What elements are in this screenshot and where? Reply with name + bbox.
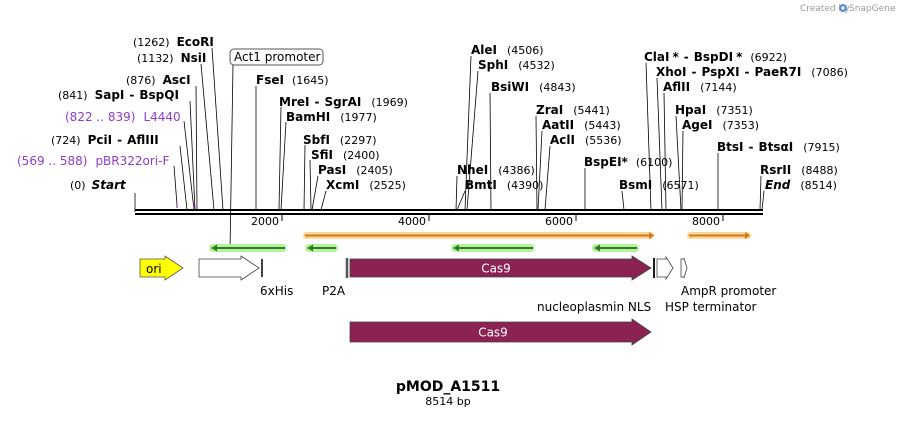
site-bmti[interactable]: BmtI(4390) [465,178,543,192]
orf-arrow-1[interactable] [303,232,654,239]
site-agei[interactable]: AgeI(7353) [682,118,759,132]
site-nhei[interactable]: NheI(4386) [457,163,535,177]
feature-6xhis-label: 6xHis [260,284,293,298]
feature-white-arrow[interactable] [198,255,260,281]
act1-promoter-label[interactable]: Act1 promoter [229,48,324,66]
site-zrai[interactable]: ZraI(5441) [536,103,610,117]
site-sfii[interactable]: SfiI(2400) [311,148,380,162]
primer-arrow-1[interactable] [209,244,287,252]
feature-nls-label: nucleoplasmin NLS [537,300,651,314]
feature-hsp-terminator[interactable] [656,255,674,281]
site-fsei[interactable]: FseI(1645) [256,73,329,87]
site-bsiwi[interactable]: BsiWI(4843) [491,80,576,94]
site-start[interactable]: (0)Start [70,178,127,192]
site-aatii[interactable]: AatII(5443) [542,118,621,132]
site-l4440[interactable]: (822 .. 839)L4440 [65,110,181,124]
leader-lines [134,47,765,253]
site-pbr322ori-f[interactable]: (569 .. 588)pBR322ori-F [17,154,169,168]
site-alei[interactable]: AleI(4506) [471,43,544,57]
site-btsi-btsali[interactable]: BtsI-BtsαI(7915) [717,140,840,154]
primer-arrow-2[interactable] [305,244,338,252]
primer-arrow-3[interactable] [451,244,535,252]
credit-brand: SnapGene [849,4,896,14]
tick-2000: 2000 [251,215,279,228]
site-asci[interactable]: (876)AscI [126,73,191,87]
feature-cas9[interactable]: Cas9 [349,255,652,281]
axis-ticks [281,214,724,221]
tick-6000: 6000 [545,215,573,228]
feature-ampr-promoter[interactable] [680,257,688,279]
site-ecori[interactable]: (1262)EcoRI [133,35,214,49]
site-sapi-bspqi[interactable]: (841)SapI-BspQI [58,88,179,102]
site-sbfi[interactable]: SbfI(2297) [303,133,377,147]
primer-arrow-4[interactable] [592,244,639,252]
orf-arrow-2[interactable] [687,232,751,239]
site-pasi[interactable]: PasI(2405) [318,163,393,177]
svg-text:ori: ori [146,262,162,276]
orf-cas9[interactable]: Cas9 [349,318,652,346]
site-end[interactable]: End(8514) [765,178,837,192]
site-nsii[interactable]: (1132)NsiI [137,51,206,65]
tick-4000: 4000 [398,215,426,228]
site-rsrii[interactable]: RsrII(8488) [760,163,838,177]
snapgene-logo-icon [839,4,847,12]
site-xhoi-pspxi-paer7i[interactable]: XhoI-PspXI-PaeR7I(7086) [656,65,848,79]
sequence-backbone [135,209,763,215]
site-xcmi[interactable]: XcmI(2525) [326,178,406,192]
site-aflii[interactable]: AflII(7144) [663,80,737,94]
credit-prefix: Created by [800,4,850,14]
svg-text:Cas9: Cas9 [478,326,508,340]
plasmid-length: 8514 bp [425,395,470,408]
site-bsmi[interactable]: BsmI(6571) [619,178,699,192]
site-clai-bspdi[interactable]: ClaI*-BspDI*(6922) [644,50,787,64]
svg-text:Cas9: Cas9 [481,262,511,276]
feature-ori[interactable]: ori [139,255,184,281]
site-pcii-afliii[interactable]: (724)PciI-AflIII [51,133,159,147]
site-bspei[interactable]: BspEI*(6100) [584,155,672,169]
site-msei-sgrai[interactable]: MreI-SgrAI(1969) [279,95,408,109]
plasmid-title: pMOD_A1511 [396,379,500,395]
site-acli[interactable]: AclI(5536) [550,133,622,147]
svg-text:Act1 promoter: Act1 promoter [234,50,320,64]
site-sphi[interactable]: SphI(4532) [478,58,555,72]
feature-ampr-label: AmpR promoter [681,284,776,298]
site-bamhi[interactable]: BamHI(1977) [286,110,377,124]
site-hpai[interactable]: HpaI(7351) [675,103,753,117]
tick-8000: 8000 [692,215,720,228]
feature-p2a-label: P2A [322,284,346,298]
feature-hsp-label: HSP terminator [665,300,757,314]
